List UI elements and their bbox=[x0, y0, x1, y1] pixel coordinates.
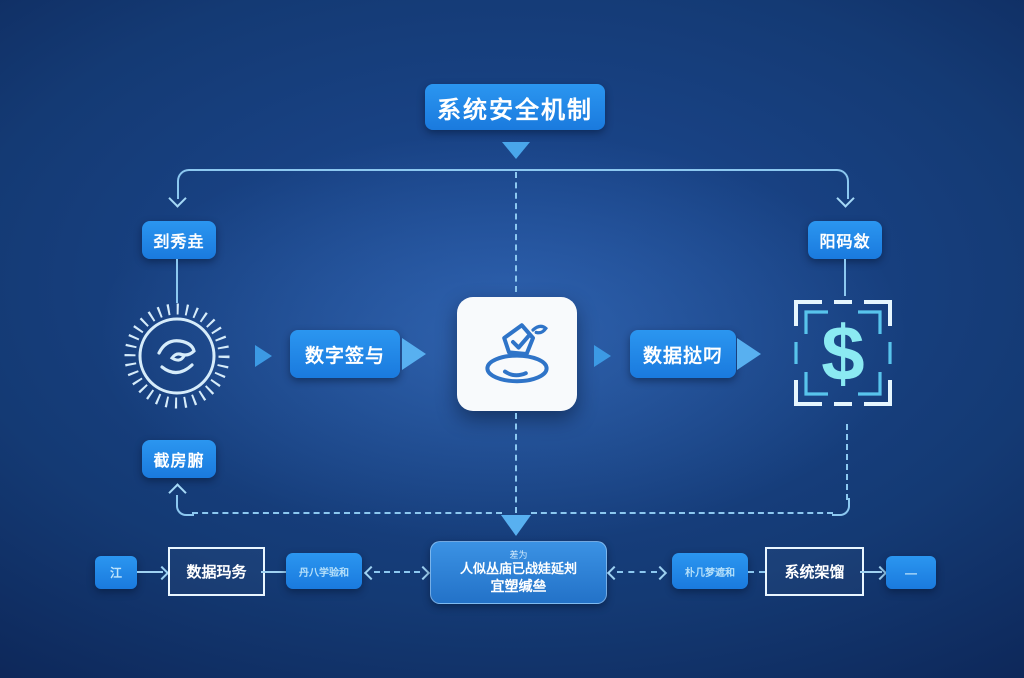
bottom-rail-right bbox=[531, 512, 833, 514]
bottom-dashed-connector-5 bbox=[748, 571, 765, 573]
node-data-encryption: 数据挞叼 bbox=[630, 330, 736, 378]
shield-swirl-icon bbox=[485, 323, 549, 384]
node-top-right-label: 阳码敜 bbox=[819, 234, 871, 251]
flow-arrow-large-left-icon bbox=[402, 338, 426, 370]
bottom-arrow-left-4-icon bbox=[606, 565, 622, 581]
bottom-node-3: 丹八学验和 bbox=[286, 553, 362, 589]
bottom-node-2: 数据玛务 bbox=[168, 547, 265, 596]
bottom-node-5: 朴几梦遮和 bbox=[672, 553, 748, 589]
bottom-arrow-left-3-icon bbox=[363, 565, 379, 581]
bottom-connector-6 bbox=[860, 571, 882, 573]
center-dashed-connector-bottom bbox=[515, 413, 517, 513]
node-top-left: 刭秀垚 bbox=[142, 221, 216, 259]
node-bottom-left: 截房腑 bbox=[142, 440, 216, 478]
sun-gear-icon bbox=[124, 303, 230, 409]
node-digital-signature: 数字签与 bbox=[290, 330, 400, 378]
title-down-arrow-icon bbox=[502, 142, 530, 159]
diagram-title: 系统安全机制 bbox=[425, 84, 605, 130]
connector-topright-to-icon bbox=[844, 259, 846, 296]
bottom-center-tag: 差为 bbox=[509, 550, 528, 560]
top-rail-connector bbox=[177, 169, 849, 199]
bottom-arrow-right-1-icon bbox=[154, 565, 170, 581]
center-card bbox=[457, 297, 577, 411]
bottom-node-6: 系统架馏 bbox=[765, 547, 864, 596]
dollar-symbol: $ bbox=[821, 309, 864, 397]
bottom-dashed-connector-3 bbox=[374, 571, 420, 573]
bottom-center-line1: 人似丛庙已战娃延刔 bbox=[459, 561, 577, 577]
bottom-node-1-label: 江 bbox=[109, 566, 122, 580]
bottom-rail-left bbox=[192, 512, 502, 514]
connector-topleft-to-icon bbox=[176, 259, 178, 303]
flow-arrow-large-right-icon bbox=[737, 338, 761, 370]
bottom-center-line2: 宜塑缄亝 bbox=[490, 577, 547, 594]
flow-arrow-small-left-icon bbox=[255, 345, 272, 367]
bottom-connector-2 bbox=[261, 571, 286, 573]
bottom-arrow-right-3-icon bbox=[415, 565, 431, 581]
node-digital-signature-label: 数字签与 bbox=[304, 345, 385, 367]
bottom-connector-1 bbox=[137, 571, 163, 573]
diagram-title-label: 系统安全机制 bbox=[437, 96, 593, 124]
big-down-arrow-icon bbox=[501, 515, 531, 536]
bottom-node-5-label: 朴几梦遮和 bbox=[685, 567, 735, 579]
corner-bottom-left bbox=[176, 498, 194, 516]
bottom-node-2-label: 数据玛务 bbox=[186, 564, 247, 581]
bottom-arrow-right-4-icon bbox=[652, 565, 668, 581]
bottom-dashed-connector-4 bbox=[617, 571, 657, 573]
bottom-center-node: 差为 人似丛庙已战娃延刔 宜塑缄亝 bbox=[430, 541, 607, 604]
bottom-node-3-label: 丹八学验和 bbox=[299, 567, 349, 579]
center-dashed-connector-top bbox=[515, 172, 517, 292]
node-data-encryption-label: 数据挞叼 bbox=[642, 345, 723, 367]
bottom-arrow-right-6-icon bbox=[872, 565, 888, 581]
dollar-frame-icon: $ bbox=[794, 300, 892, 406]
node-bottom-left-label: 截房腑 bbox=[153, 453, 205, 470]
node-top-left-label: 刭秀垚 bbox=[153, 234, 205, 251]
bottom-node-6-label: 系统架馏 bbox=[784, 564, 845, 581]
bottom-node-7: — bbox=[886, 556, 936, 589]
node-top-right: 阳码敜 bbox=[808, 221, 882, 259]
corner-bottom-right bbox=[832, 498, 850, 516]
bottom-node-7-label: — bbox=[905, 565, 917, 580]
dashed-connector-dollar-down bbox=[846, 424, 848, 500]
flow-arrow-small-right-icon bbox=[594, 345, 611, 367]
bottom-node-1: 江 bbox=[95, 556, 137, 589]
